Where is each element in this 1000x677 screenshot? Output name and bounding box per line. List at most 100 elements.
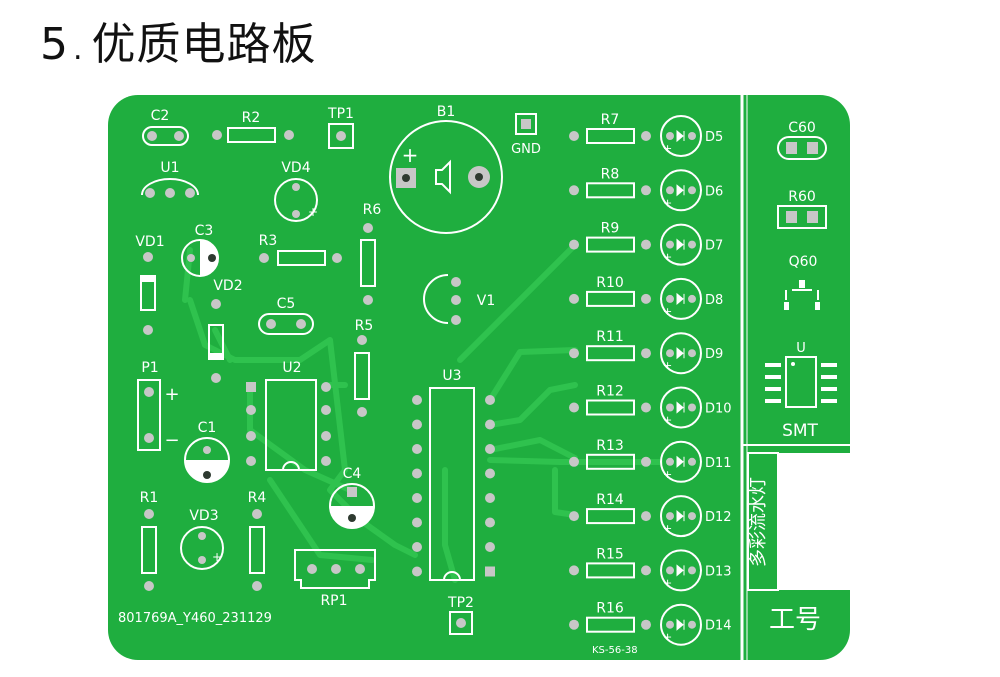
pad [641, 456, 651, 467]
u3-pin [412, 517, 422, 528]
led-polarity: + [663, 631, 672, 644]
pad [569, 402, 579, 413]
led-label: D8 [705, 293, 723, 308]
led-polarity: + [663, 196, 672, 209]
section-title: 优质电路板 [91, 19, 317, 70]
led-label: D9 [705, 347, 723, 362]
label-tp2: TP2 [447, 595, 474, 611]
label-vd3: VD3 [189, 508, 218, 524]
svg-text:+: + [402, 143, 419, 167]
product-label: 多彩流水灯 [748, 477, 769, 567]
pad [641, 293, 651, 304]
pad [666, 132, 674, 140]
label-r2: R2 [242, 110, 261, 126]
led-polarity: + [663, 359, 672, 372]
resistor-outline [586, 236, 635, 253]
led-label: D14 [705, 619, 732, 634]
diode-icon [676, 564, 685, 577]
page-title: 5.优质电路板 [40, 19, 317, 70]
diode-icon [676, 455, 685, 468]
pad [688, 566, 696, 575]
p1-minus: − [164, 430, 179, 451]
pad [688, 620, 696, 629]
led-label: D10 [705, 402, 732, 417]
label-v1: V1 [477, 293, 495, 309]
resistor-outline [586, 345, 635, 362]
pad [688, 457, 696, 466]
q60-smd: Q60 [784, 254, 820, 310]
u3-pin [485, 542, 495, 552]
pad [688, 186, 696, 195]
resistor-label: R8 [601, 166, 620, 182]
label-rp1: RP1 [320, 593, 347, 609]
u3-pin [485, 395, 495, 405]
resistor-outline [586, 562, 635, 579]
u3-pin [485, 566, 495, 577]
svg-text:+: + [308, 205, 318, 219]
pad [641, 511, 651, 522]
led-outline [660, 603, 702, 646]
pad [569, 565, 579, 576]
pad [641, 348, 651, 359]
resistor-label: R9 [601, 221, 620, 237]
led-polarity: + [663, 305, 672, 318]
label-u: U [796, 341, 806, 356]
c5-footprint: C5 [258, 296, 314, 335]
label-r60: R60 [788, 189, 816, 205]
gnd-pad: GND [511, 113, 541, 157]
u3-pin [412, 542, 422, 552]
diode-icon [676, 129, 685, 143]
label-c2: C2 [151, 108, 170, 124]
c2-footprint: C2 [142, 108, 189, 146]
resistor-led-array: R7+D5R8+D6R9+D7R10+D8R11+D9R12+D10R13+D1… [569, 112, 732, 646]
copper-traces [182, 242, 663, 583]
pad [569, 619, 579, 630]
pad [666, 620, 674, 629]
worker-label: 工号 [769, 605, 821, 635]
resistor-label: R14 [596, 492, 624, 508]
tp1-footprint: TP1 [327, 106, 354, 149]
p1-connector: + − P1 [137, 360, 180, 451]
pad [569, 131, 579, 141]
u3-pin [485, 517, 495, 528]
diode-icon [676, 292, 685, 305]
label-vd2: VD2 [213, 278, 242, 294]
resistor-led-row: R12+D10 [569, 384, 732, 429]
c60-smd: C60 [777, 120, 827, 160]
label-c4: C4 [343, 466, 362, 482]
u3-pin [412, 444, 422, 454]
resistor-label: R12 [596, 384, 624, 400]
resistor-led-row: R9+D7 [569, 221, 723, 266]
label-u1: U1 [160, 160, 179, 176]
u3-pin [412, 395, 422, 405]
pad [666, 512, 674, 521]
resistor-label: R16 [596, 601, 624, 617]
led-outline [660, 332, 702, 375]
pad [641, 402, 651, 413]
resistor-outline [586, 399, 635, 416]
diode-icon [676, 510, 685, 523]
resistor-label: R11 [596, 329, 624, 345]
resistor-led-row: R8+D6 [569, 166, 723, 212]
led-outline [660, 440, 702, 483]
resistor-led-row: R15+D13 [569, 546, 732, 592]
pad [641, 565, 651, 576]
resistor-label: R10 [596, 275, 624, 291]
resistor-led-row: R7+D5 [569, 112, 723, 157]
label-u3: U3 [442, 368, 461, 384]
led-outline [660, 277, 702, 320]
board-serial: 801769A_Y460_231129 [118, 611, 272, 626]
resistor-outline [586, 453, 635, 470]
u-smd-sop8: U [765, 341, 837, 408]
pad [666, 294, 674, 303]
pad [666, 186, 674, 195]
rp1-potentiometer: RP1 [294, 549, 376, 609]
diode-icon [676, 347, 685, 360]
label-u2: U2 [282, 360, 301, 376]
pad [666, 457, 674, 466]
model-code: KS-56-38 [592, 645, 638, 656]
vd2-diode: VD2 [208, 278, 243, 383]
label-b1: B1 [437, 104, 456, 120]
pad [688, 132, 696, 140]
